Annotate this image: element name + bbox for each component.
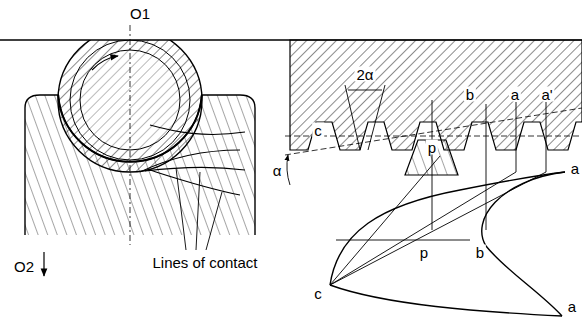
angle-label: 2α — [354, 67, 375, 82]
point-label: b — [464, 87, 476, 102]
worm-thread-profile — [290, 40, 582, 150]
direction-arrow — [43, 252, 44, 276]
part-label: Lines of contact — [150, 255, 259, 270]
point-label: b — [474, 245, 486, 260]
point-label: c — [312, 286, 324, 301]
contact-rays — [330, 156, 546, 285]
axis-label: O1 — [128, 6, 152, 21]
point-label: a — [509, 87, 521, 102]
rotation-arrow — [92, 56, 118, 70]
point-label: c — [312, 123, 324, 138]
inclined-line — [285, 108, 582, 155]
point-label: a — [569, 161, 581, 176]
point-label: p — [426, 140, 438, 155]
leader-lines — [176, 168, 222, 250]
contact-lines — [140, 125, 245, 195]
pitch-line — [285, 136, 582, 137]
angle-label: α — [271, 163, 284, 178]
point-label: a — [566, 299, 578, 314]
point-label: a' — [539, 87, 554, 102]
wheel-tooth — [405, 140, 458, 175]
axis-label: O2 — [12, 259, 36, 274]
point-label: p — [418, 245, 430, 260]
center-line — [130, 25, 131, 245]
worm-wheel — [25, 95, 255, 235]
alpha-arc — [287, 155, 290, 185]
